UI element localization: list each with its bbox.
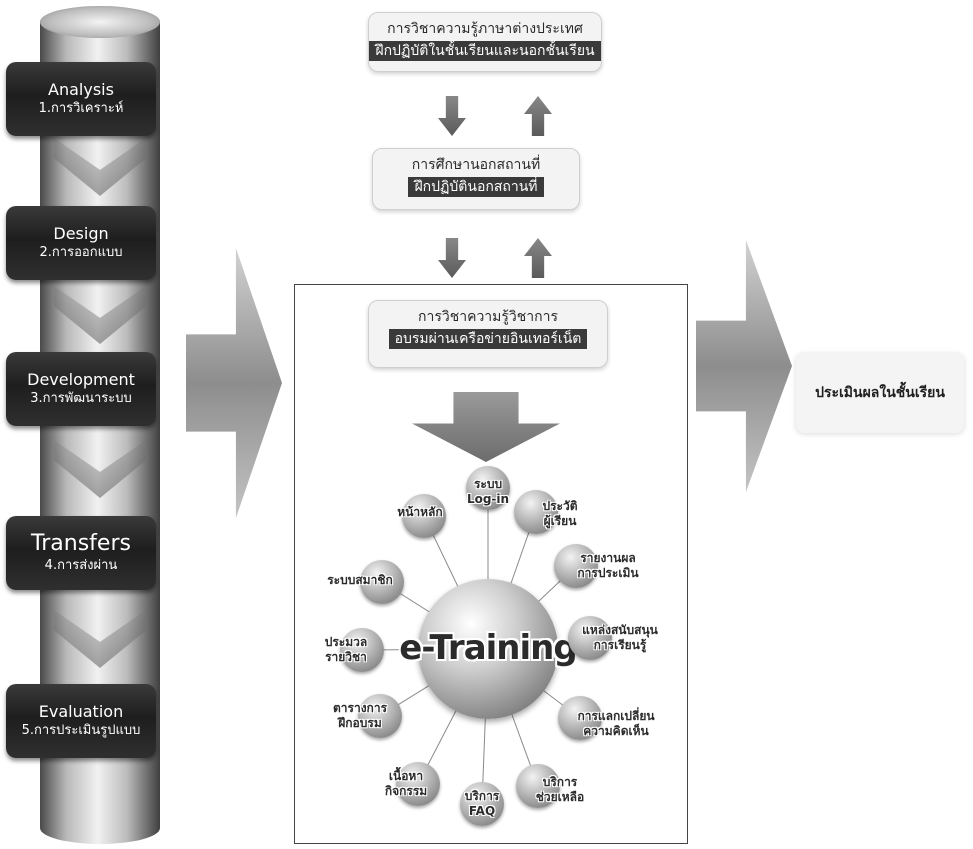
hub-node (358, 694, 402, 738)
step-evaluation: Evaluation 5.การประเมินรูปแบบ (6, 684, 156, 758)
hub-node-label: เนื้อหากิจกรรม (384, 769, 428, 798)
e-training-frame (294, 284, 688, 844)
hub-node (568, 616, 612, 660)
box-subtitle: อบรมผ่านเครือข่ายอินเทอร์เน็ต (388, 329, 588, 349)
step-development: Development 3.การพัฒนาระบบ (6, 352, 156, 426)
box-foreign-language: การวิชาความรู้ภาษาต่างประเทศ ฝึกปฏิบัติใ… (368, 12, 602, 72)
step-design: Design 2.การออกแบบ (6, 206, 156, 280)
hub-node (516, 764, 560, 808)
hub-node-label: การแลกเปลี่ยนความคิดเห็น (577, 709, 655, 738)
step-title: Design (53, 224, 109, 243)
result-box: ประเมินผลในชั้นเรียน (796, 353, 964, 433)
box-title: การวิชาความรู้ภาษาต่างประเทศ (387, 21, 583, 37)
arrow-down-icon (438, 96, 466, 136)
step-subtitle: 5.การประเมินรูปแบบ (21, 723, 141, 738)
arrow-up-icon (524, 96, 552, 136)
hub-node (340, 628, 384, 672)
hub-node-label: ประมวลรายวิชา (324, 635, 368, 664)
step-subtitle: 2.การออกแบบ (39, 245, 123, 260)
step-subtitle: 4.การส่งผ่าน (44, 558, 118, 573)
hub-node-label: แหล่งสนับสนุนการเรียนรู้ (582, 623, 658, 652)
hub-node-label: หน้าหลัก (397, 504, 443, 519)
step-subtitle: 3.การพัฒนาระบบ (30, 391, 132, 406)
hub-node (360, 560, 404, 604)
hub-node (466, 466, 510, 510)
hub-node-label: บริการช่วยเหลือ (535, 775, 585, 804)
box-subtitle: ฝึกปฏิบัติในชั้นเรียนและนอกชั้นเรียน (369, 41, 601, 61)
hub-node-label: รายงานผลการประเมิน (577, 551, 639, 580)
box-title: การศึกษานอกสถานที่ (411, 157, 541, 173)
big-arrow-right-icon (696, 240, 792, 492)
hub-node (402, 494, 446, 538)
step-title: Development (27, 370, 135, 389)
box-field-study: การศึกษานอกสถานที่ ฝึกปฏิบัตินอกสถานที่ (372, 148, 580, 210)
hub-node-label: ระบบสมาชิก (327, 572, 393, 587)
step-transfers: Transfers 4.การส่งผ่าน (6, 516, 156, 590)
hub-node (558, 696, 602, 740)
arrow-down-icon (438, 238, 466, 278)
e-training-hub (418, 579, 558, 719)
box-subtitle: ฝึกปฏิบัตินอกสถานที่ (408, 177, 544, 197)
step-title: Transfers (31, 531, 131, 556)
hub-label: e-Training (399, 628, 577, 668)
step-analysis: Analysis 1.การวิเคราะห์ (6, 62, 156, 136)
big-arrow-right-icon (186, 248, 282, 518)
step-title: Evaluation (38, 702, 124, 721)
hub-node (554, 544, 598, 588)
hub-node-label: ตารางการฝึกอบรม (332, 701, 388, 730)
column-top (40, 6, 160, 38)
hub-node-label: ประวัติผู้เรียน (542, 499, 578, 528)
step-title: Analysis (48, 80, 114, 99)
box-academic: การวิชาความรู้วิชาการ อบรมผ่านเครือข่ายอ… (368, 300, 608, 368)
arrow-up-icon (524, 238, 552, 278)
step-subtitle: 1.การวิเคราะห์ (38, 101, 124, 116)
hub-node (514, 490, 558, 534)
hub-node (396, 762, 440, 806)
hub-node (460, 782, 504, 826)
box-title: การวิชาความรู้วิชาการ (418, 309, 558, 325)
